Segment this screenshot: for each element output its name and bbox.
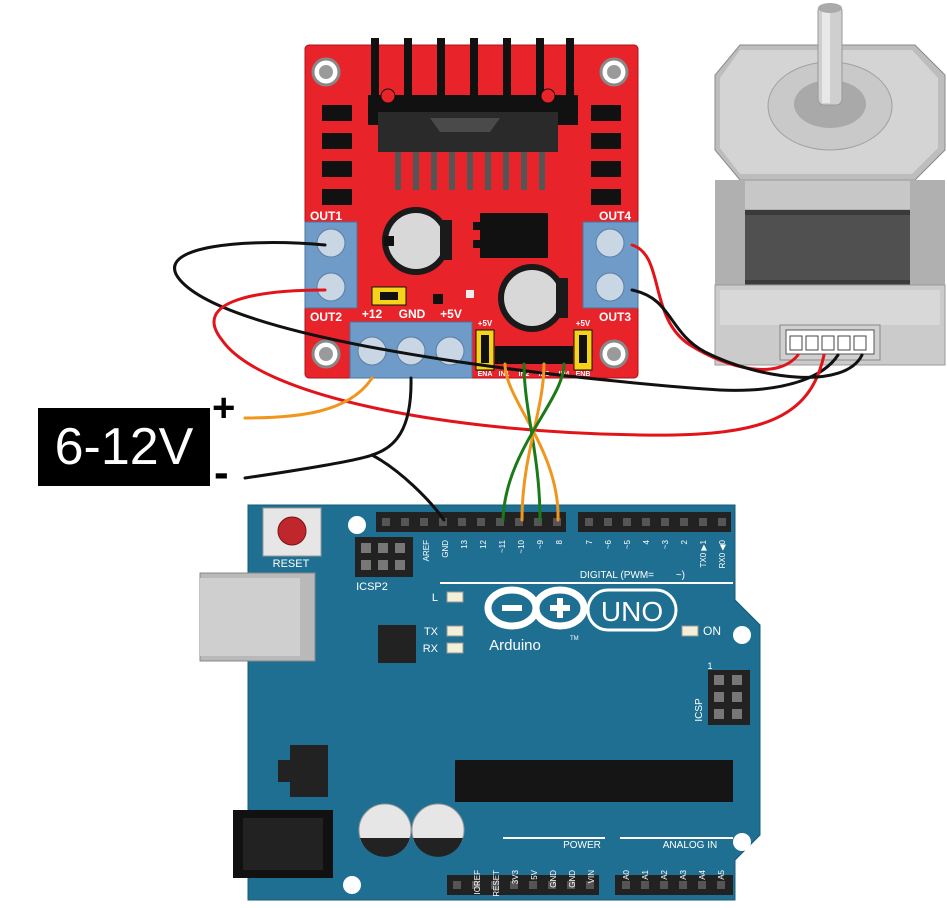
pin-label-top-left: GND <box>441 540 450 558</box>
label-ena: ENA <box>478 371 493 378</box>
pin-label-top-left: ~9 <box>536 539 545 549</box>
wire-green-in4 <box>501 362 566 522</box>
label-uno: UNO <box>601 596 663 627</box>
pin-label-top-left: AREF <box>422 540 431 561</box>
label-analog-header: ANALOG IN <box>663 840 717 851</box>
wire-black-out3 <box>630 288 864 379</box>
pin-label-top-right: 7 <box>585 539 594 544</box>
pin-label-analog: A4 <box>698 869 707 879</box>
pin-label-top-right: ~5 <box>623 539 632 549</box>
heatsink <box>368 38 578 190</box>
label-out3: OUT3 <box>599 310 631 324</box>
label-led-rx: RX <box>423 643 439 655</box>
wire-orange-plus <box>243 376 374 420</box>
terminal-out1-out2 <box>304 221 358 309</box>
label-icsp2: ICSP2 <box>356 581 388 593</box>
pin-label-power: RESET <box>492 870 501 897</box>
wire-black-out1 <box>173 241 840 392</box>
l298n-driver-board: OUT1 OUT2 OUT4 OUT3 +12 GND +5V +5V +5V … <box>304 38 639 379</box>
pin-label-top-right: 4 <box>642 539 651 544</box>
power-minus-sign: - <box>214 448 229 497</box>
wires <box>173 241 864 522</box>
label-out4: OUT4 <box>599 209 631 223</box>
pin-label-power: 5V <box>530 869 539 879</box>
pin-label-top-right: TX0 ▶1 <box>699 539 708 567</box>
label-in1: IN1 <box>499 371 510 378</box>
pin-label-top-left: ~11 <box>498 539 507 553</box>
arduino-logo <box>484 586 678 632</box>
pin-label-top-right: ~3 <box>661 539 670 549</box>
label-enb: ENB <box>576 371 591 378</box>
label-gnd: GND <box>399 307 426 321</box>
label-out1: OUT1 <box>310 209 342 223</box>
pin-labels: AREF GND 13 12 ~11 ~10 ~9 8 7 ~6 ~5 4 ~3 2 TX0 ▶1 RX0 ◀… <box>422 539 727 896</box>
power-plus-sign: + <box>212 386 236 430</box>
pin-label-top-left: 13 <box>460 539 469 548</box>
stepper-motor <box>714 3 946 366</box>
pin-label-analog: A3 <box>679 869 688 879</box>
pin-label-top-right: ~6 <box>604 539 613 549</box>
pin-label-analog: A1 <box>641 869 650 879</box>
terminal-power <box>349 321 473 379</box>
label-out2: OUT2 <box>310 310 342 324</box>
label-icsp: ICSP <box>694 698 705 722</box>
pin-label-power: IOREF <box>473 870 482 895</box>
wire-orange-in3 <box>520 362 546 522</box>
pin-label-analog: A2 <box>660 869 669 879</box>
arduino-uno-board: RESET ICSP2 L TX RX ON Arduino TM UNO DI… <box>199 504 761 901</box>
wire-red-out2 <box>212 288 826 437</box>
label-reset: RESET <box>273 558 310 570</box>
label-pwm-symbol: ~) <box>676 570 685 581</box>
wire-black-gnd-arduino <box>370 453 446 522</box>
label-led-l: L <box>432 592 438 604</box>
pin-label-top-left: ~10 <box>517 539 526 553</box>
pin-label-analog: A0 <box>622 869 631 879</box>
pin-label-top-left: 8 <box>555 539 564 544</box>
wire-red-out4 <box>630 243 800 371</box>
pin-label-power: GND <box>568 870 577 888</box>
label-on: ON <box>703 624 721 638</box>
label-12v: +12 <box>362 307 383 321</box>
label-led-tx: TX <box>424 626 439 638</box>
power-supply-label: 6-12V <box>38 408 210 486</box>
label-5v: +5V <box>440 307 462 321</box>
label-brand: Arduino <box>489 637 541 654</box>
label-5v-ena: +5V <box>478 319 493 328</box>
pin-label-power: VIN <box>587 870 596 884</box>
label-tm: TM <box>570 636 579 642</box>
pin-label-top-right: 2 <box>680 539 689 544</box>
label-5v-enb: +5V <box>576 319 591 328</box>
pin-label-power: 3V3 <box>511 869 520 884</box>
pin-label-top-left: 12 <box>479 539 488 548</box>
terminal-out3-out4 <box>582 221 639 309</box>
pin-label-top-right: RX0 ◀0 <box>718 539 727 568</box>
label-power-header: POWER <box>563 840 601 851</box>
label-icsp-pin1: 1 <box>707 661 712 671</box>
pin-label-power: GND <box>549 870 558 888</box>
label-digital: DIGITAL (PWM= <box>580 570 654 581</box>
pin-label-analog: A5 <box>717 869 726 879</box>
